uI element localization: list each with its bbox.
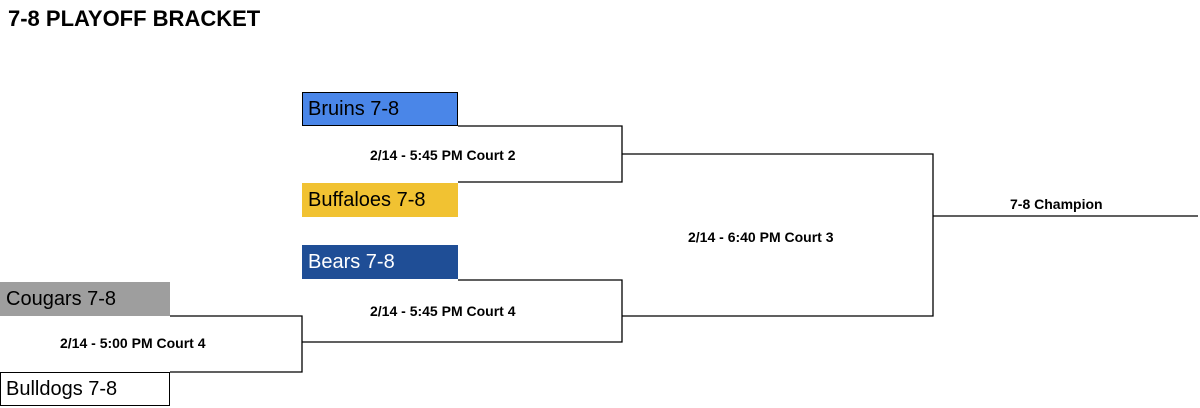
game-label-court4-second: 2/14 - 5:45 PM Court 4 [370, 303, 516, 319]
team-bruins: Bruins 7-8 [302, 92, 458, 126]
game-label-court2: 2/14 - 5:45 PM Court 2 [370, 147, 516, 163]
team-bulldogs: Bulldogs 7-8 [0, 372, 170, 406]
team-bears: Bears 7-8 [302, 245, 458, 279]
team-cougars: Cougars 7-8 [0, 282, 170, 316]
team-buffaloes: Buffaloes 7-8 [302, 183, 458, 217]
bracket-line-court4-second [302, 279, 623, 343]
bracket-line-final [622, 153, 934, 317]
champion-label: 7-8 Champion [1010, 196, 1103, 212]
game-label-court4-first: 2/14 - 5:00 PM Court 4 [60, 335, 206, 351]
game-label-final: 2/14 - 6:40 PM Court 3 [688, 229, 834, 245]
bracket-line-court4-first [170, 315, 303, 373]
page-title: 7-8 PLAYOFF BRACKET [8, 6, 261, 31]
